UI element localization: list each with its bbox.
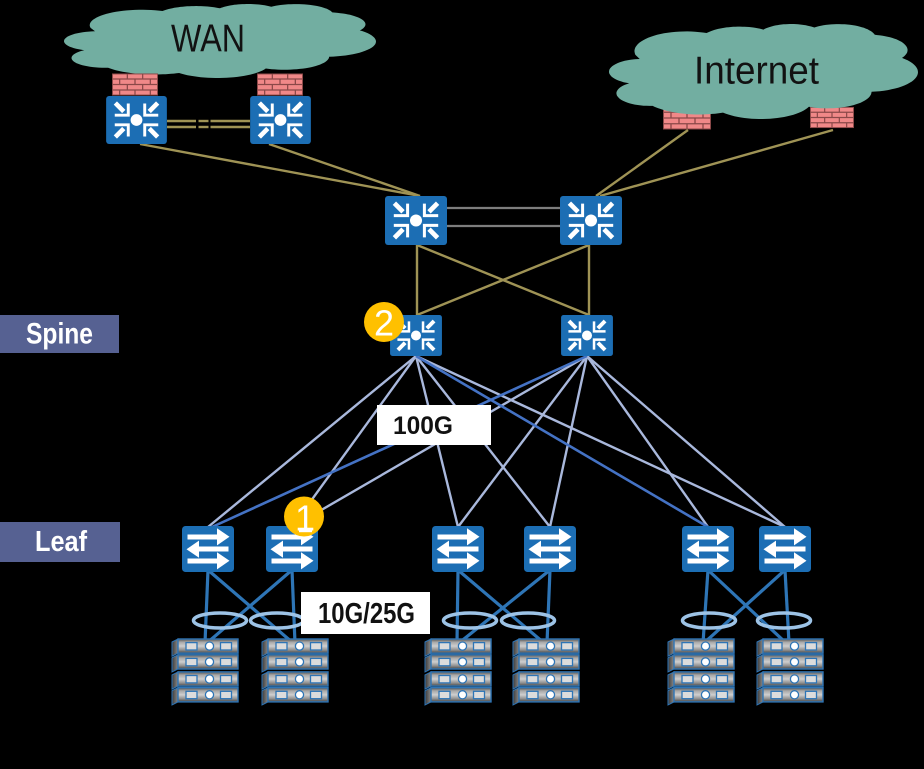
svg-text:10G/25G: 10G/25G bbox=[318, 598, 415, 630]
svg-text:100G: 100G bbox=[393, 412, 453, 440]
svg-text:Spine: Spine bbox=[26, 318, 93, 351]
svg-text:Internet: Internet bbox=[694, 50, 819, 93]
svg-text:1: 1 bbox=[295, 498, 315, 539]
svg-text:Leaf: Leaf bbox=[35, 526, 87, 558]
svg-text:2: 2 bbox=[374, 303, 394, 344]
svg-text:WAN: WAN bbox=[171, 18, 245, 61]
